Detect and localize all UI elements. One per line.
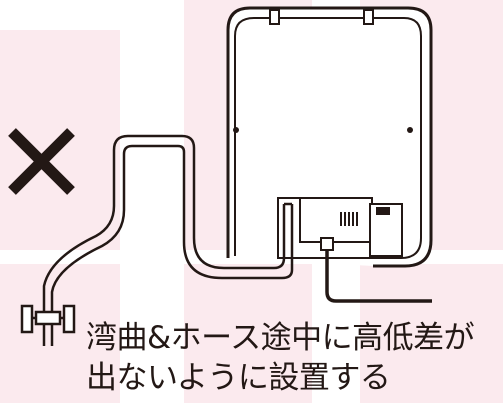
faucet-connector-icon — [20, 304, 76, 346]
caption-line-1: 湾曲&ホース途中に高低差が — [86, 320, 475, 356]
faucet-coupling — [34, 310, 62, 326]
water-unit — [226, 6, 433, 303]
faucet-left-wing — [20, 304, 34, 334]
outlet-nozzle — [320, 237, 334, 251]
water-hose — [42, 134, 294, 312]
hose-outer-line — [42, 134, 286, 312]
faucet-right-wing — [62, 304, 76, 334]
cross-mark-icon — [8, 128, 75, 195]
background-white-band-left — [120, 0, 184, 403]
outlet-pipe — [325, 250, 432, 303]
hook-right — [363, 9, 374, 25]
hose-inner-line — [50, 144, 294, 312]
cartridge-tab — [376, 207, 390, 215]
background-white-corner — [0, 0, 120, 30]
instruction-caption: 湾曲&ホース途中に高低差が 出ないように設置する — [86, 318, 498, 398]
connector-panel — [299, 197, 373, 243]
screw-right — [407, 127, 413, 133]
caption-line-2: 出ないように設置する — [86, 360, 391, 396]
screw-left — [233, 127, 239, 133]
unit-inner-shell — [234, 17, 422, 259]
vent-slits — [340, 212, 358, 226]
hook-left — [269, 9, 280, 25]
